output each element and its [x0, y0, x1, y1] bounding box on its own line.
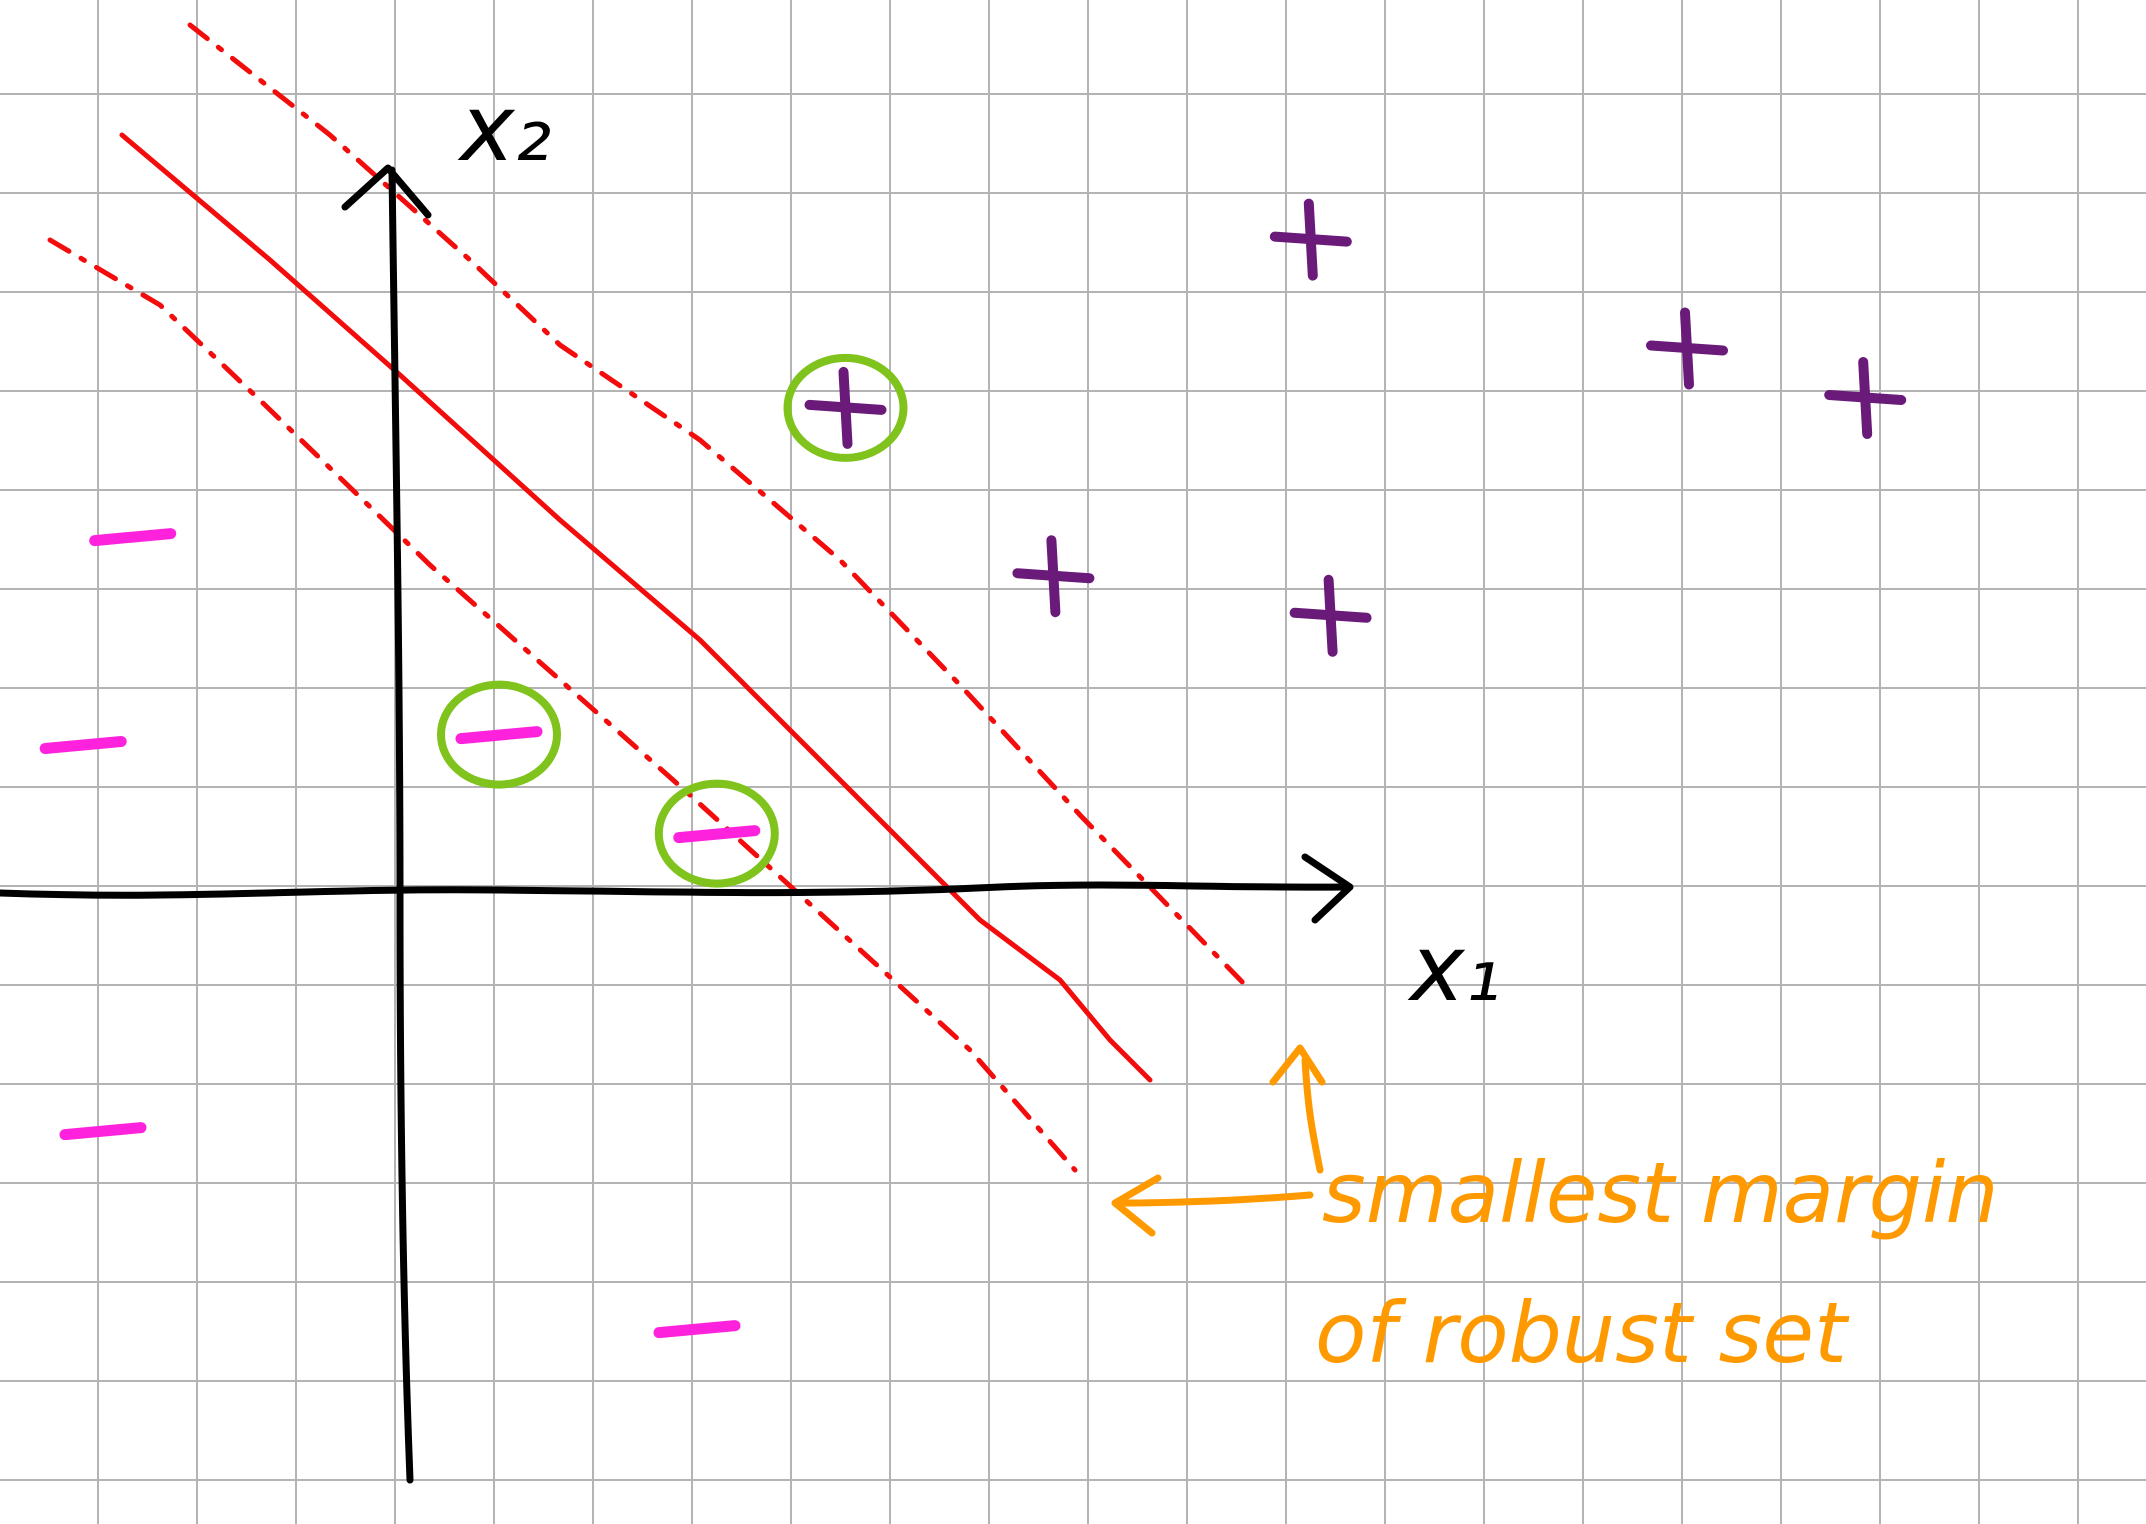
left-arrow-head: [1111, 1174, 1162, 1237]
negative-point-marker: [89, 528, 177, 547]
support-vector-ring-negative: [654, 779, 779, 888]
positive-point-stroke: [1858, 357, 1873, 439]
positive-point-marker: [1646, 307, 1728, 390]
x1-axis: [0, 881, 1349, 899]
positive-point-marker: [1824, 357, 1907, 439]
annotation-line-2: of robust set: [1315, 1284, 1850, 1382]
x2-axis-label: x₂: [457, 75, 551, 182]
positive-point-marker: [804, 366, 887, 449]
positive-point-marker: [1012, 535, 1095, 618]
negative-point-marker: [39, 736, 127, 754]
upper-margin-line: [187, 22, 1253, 993]
x1-axis-label: x₁: [1407, 915, 1501, 1022]
negative-point-marker: [455, 726, 543, 745]
up-arrow-head: [1269, 1044, 1326, 1086]
negative-point-marker: [673, 825, 761, 844]
positive-point-marker: [1289, 574, 1372, 657]
positive-point-marker: [1269, 198, 1352, 281]
x2-axis: [388, 166, 414, 1484]
decision-boundary-line: [119, 132, 1153, 1083]
annotation: smallest margin of robust set: [1111, 1044, 1999, 1382]
negative-point-marker: [653, 1320, 741, 1339]
positive-point-stroke: [1303, 198, 1318, 281]
negative-point-marker: [59, 1122, 147, 1141]
support-vector-ring-positive: [783, 353, 908, 462]
positive-point-stroke: [838, 366, 853, 449]
left-arrow-to-margin: [1114, 1191, 1314, 1207]
x1-axis-arrowhead: [1301, 853, 1354, 924]
annotation-line-1: smallest margin: [1322, 1144, 1999, 1242]
up-arrow-to-margin: [1301, 1056, 1324, 1174]
positive-point-stroke: [1046, 535, 1061, 618]
data-points: [39, 198, 1907, 1339]
x2-axis-arrowhead: [341, 164, 432, 219]
positive-point-stroke: [1680, 307, 1694, 390]
support-vector-ring-negative: [437, 680, 561, 789]
lower-margin-line: [47, 237, 1078, 1173]
positive-point-stroke: [1323, 574, 1338, 657]
